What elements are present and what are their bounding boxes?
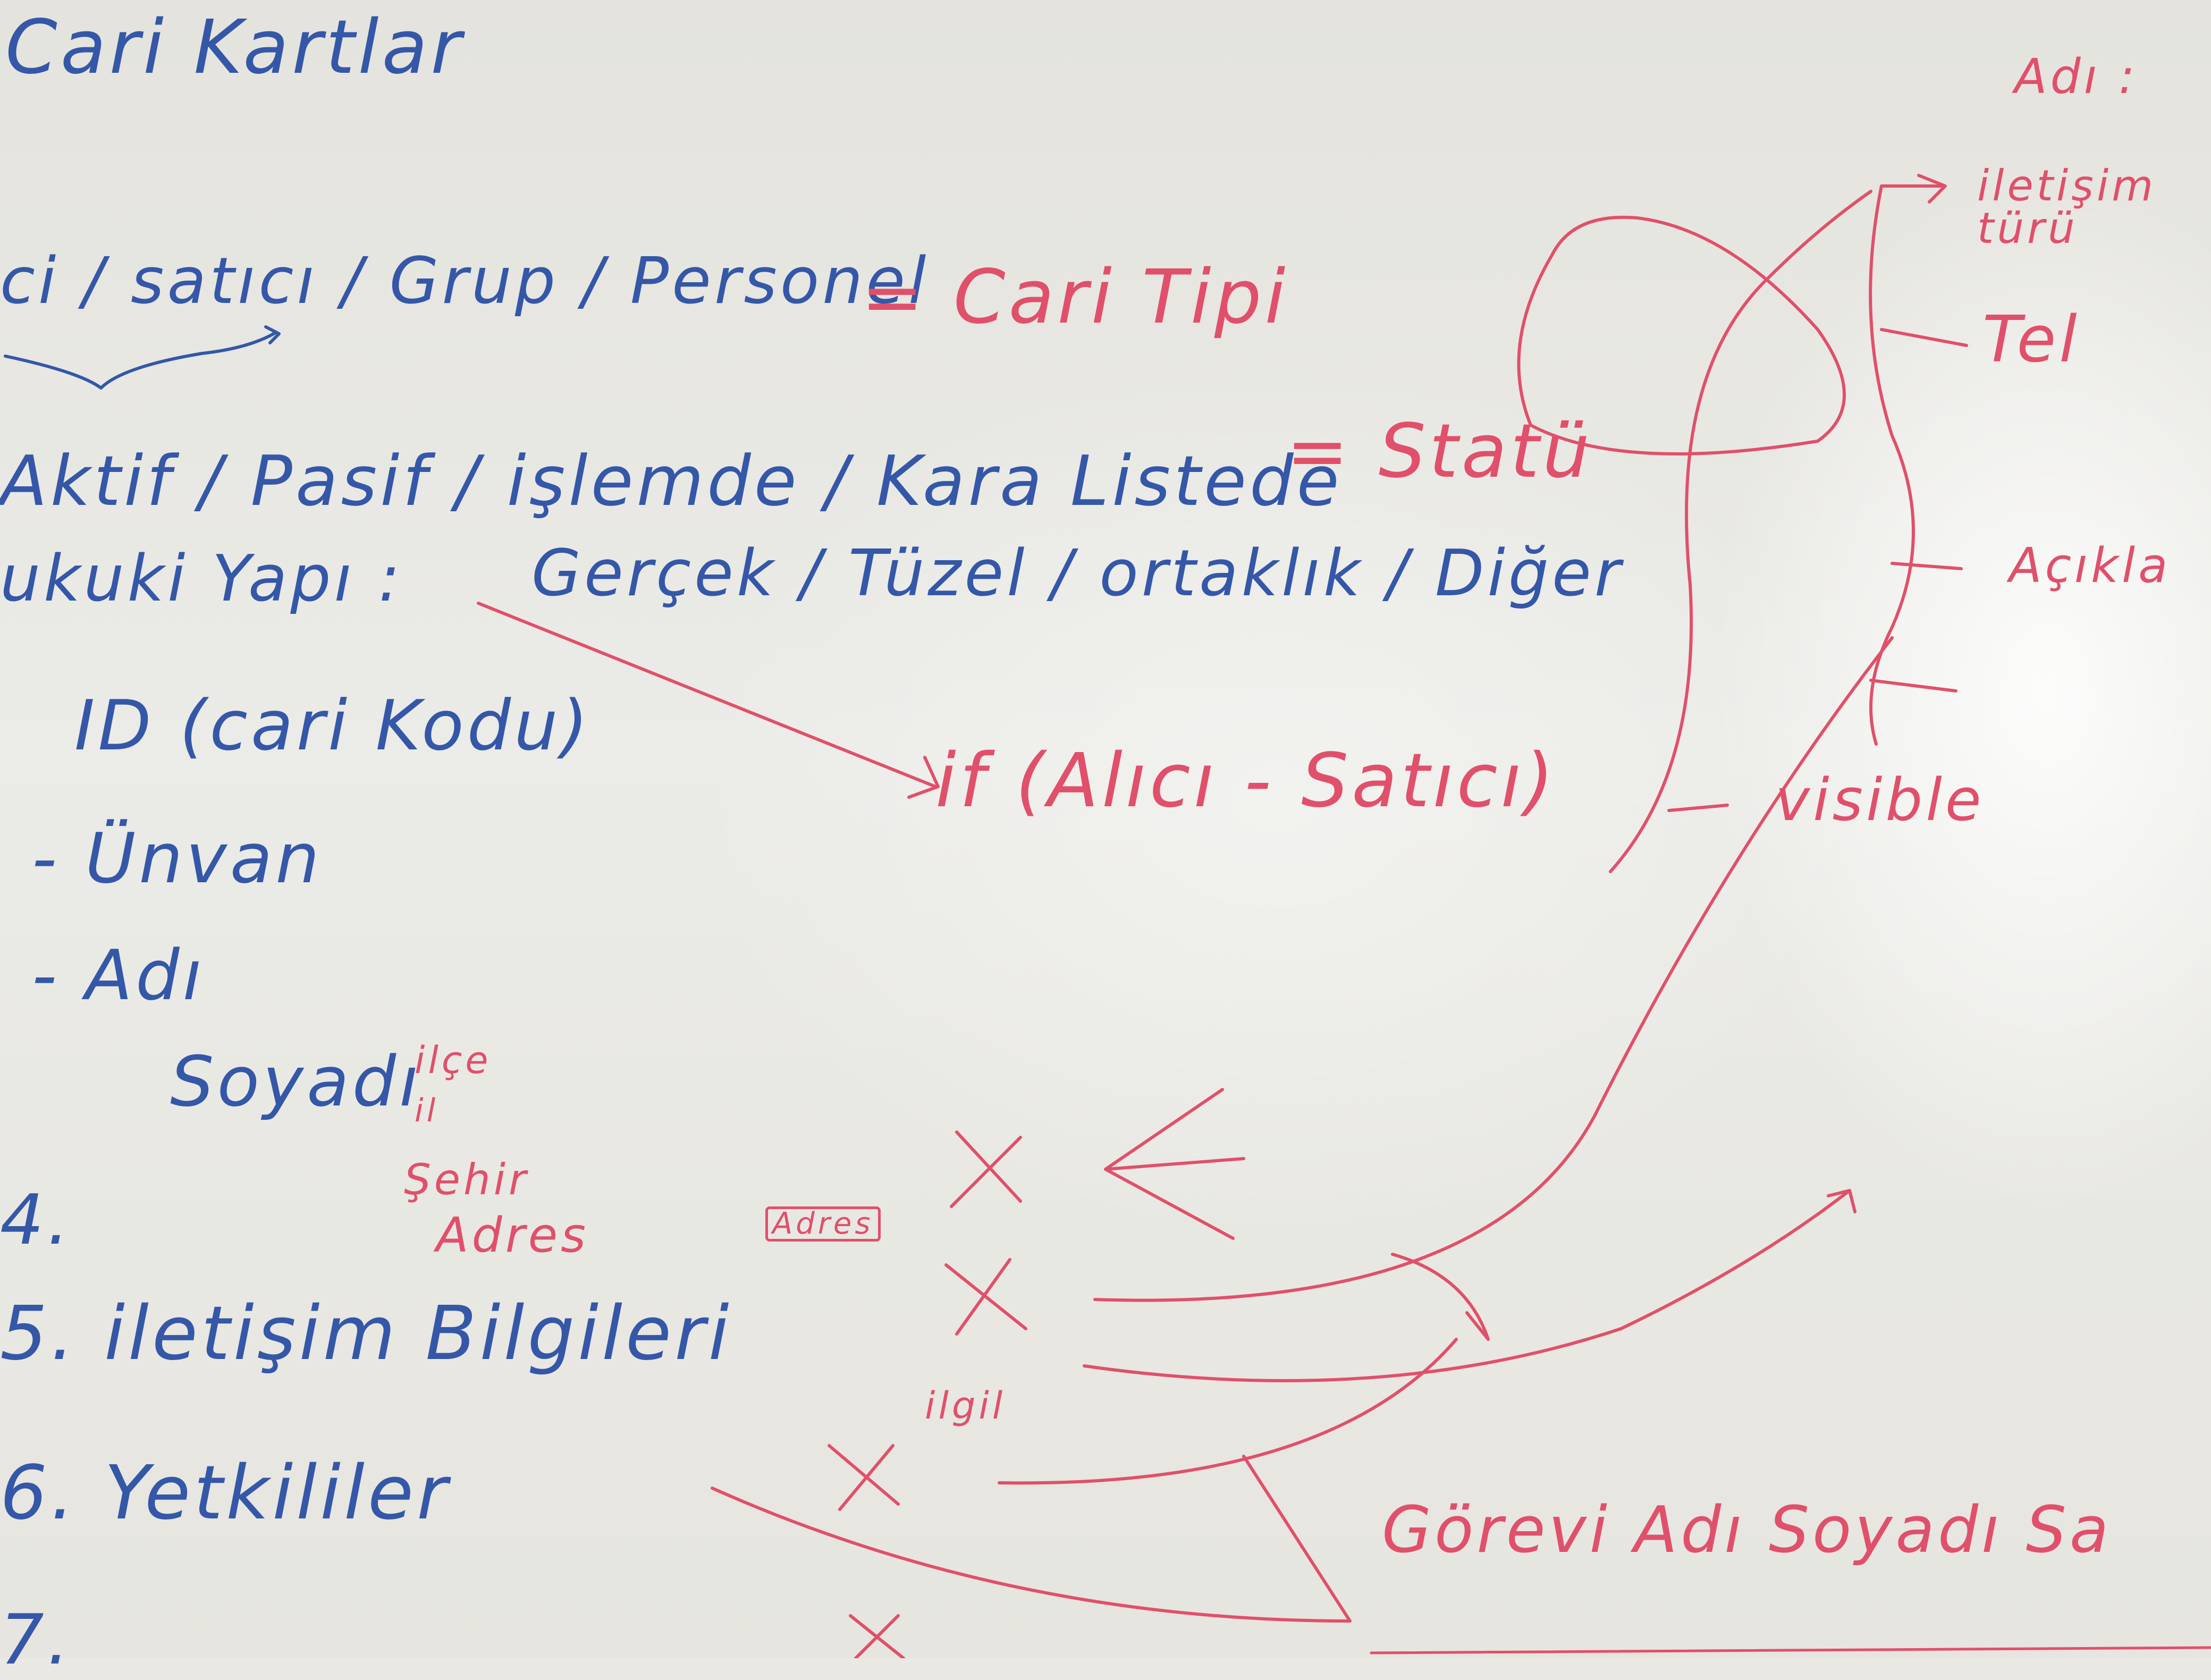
statu-note: = Statü bbox=[1286, 408, 1593, 495]
field-iletisim-bilgileri: 5. iletişim Bilgileri bbox=[0, 1290, 732, 1377]
field-4-number: 4. bbox=[0, 1179, 73, 1260]
curve-5-right bbox=[1083, 1189, 1856, 1382]
cari-type-options: ci / satıcı / Grup / Personel bbox=[0, 244, 930, 318]
gorevi-fields: Görevi Adı Soyadı Sa bbox=[1382, 1493, 2112, 1567]
cross-7 bbox=[849, 1614, 905, 1658]
sehir-note: Şehir bbox=[404, 1155, 529, 1204]
ilgili-note: ilgil bbox=[925, 1384, 1006, 1428]
adres-note: Adres bbox=[436, 1208, 589, 1263]
right-adi: Adı : bbox=[2014, 49, 2138, 105]
cross-5 bbox=[944, 1258, 1027, 1336]
legal-structure-options: Gerçek / Tüzel / ortaklık / Diğer bbox=[531, 537, 1624, 611]
cross-4 bbox=[950, 1130, 1022, 1208]
dash-visible bbox=[1667, 804, 1729, 812]
field-id: ID (cari Kodu) bbox=[74, 685, 592, 766]
field-soyadi: Soyadı bbox=[170, 1041, 422, 1122]
field-unvan: - Ünvan bbox=[32, 818, 323, 899]
status-options: Aktif / Pasif / işlemde / Kara Listede bbox=[0, 441, 1343, 521]
right-aciklama: Açıkla bbox=[2009, 538, 2171, 594]
adres-box: Adres bbox=[765, 1206, 881, 1242]
if-rule-note: if (Alıcı - Satıcı) bbox=[935, 738, 1557, 824]
ilce-note: ilçe bbox=[415, 1039, 492, 1082]
curve-ilgili bbox=[998, 1253, 1490, 1485]
cross-6 bbox=[828, 1444, 900, 1511]
line-yetkililer bbox=[711, 1455, 1352, 1623]
loop-statu bbox=[1517, 215, 1846, 455]
right-iletisim-turu: iletişim türü bbox=[1977, 161, 2157, 253]
board-title: Cari Kartlar bbox=[5, 4, 465, 91]
cari-tipi-note: = Cari Tipi bbox=[861, 254, 1289, 341]
field-yetkililer: 6. Yetkililer bbox=[0, 1450, 451, 1537]
underline-gorevi bbox=[1370, 1646, 2211, 1654]
bracket-right bbox=[1869, 174, 1968, 746]
arrow-legal-to-if bbox=[477, 602, 940, 799]
legal-structure-label: ukuki Yapı : bbox=[0, 542, 403, 616]
curve-to-top bbox=[1609, 190, 1872, 873]
field-7-number: 7. bbox=[0, 1599, 73, 1680]
blue-brace bbox=[4, 325, 281, 390]
right-tel: Tel bbox=[1982, 303, 2080, 377]
curve-iletisim bbox=[1093, 636, 1894, 1302]
il-note: il bbox=[415, 1092, 439, 1129]
visible-note: visible bbox=[1775, 766, 1985, 834]
arrow-to-x4 bbox=[1104, 1088, 1245, 1240]
field-adi: - Adı bbox=[32, 935, 205, 1016]
